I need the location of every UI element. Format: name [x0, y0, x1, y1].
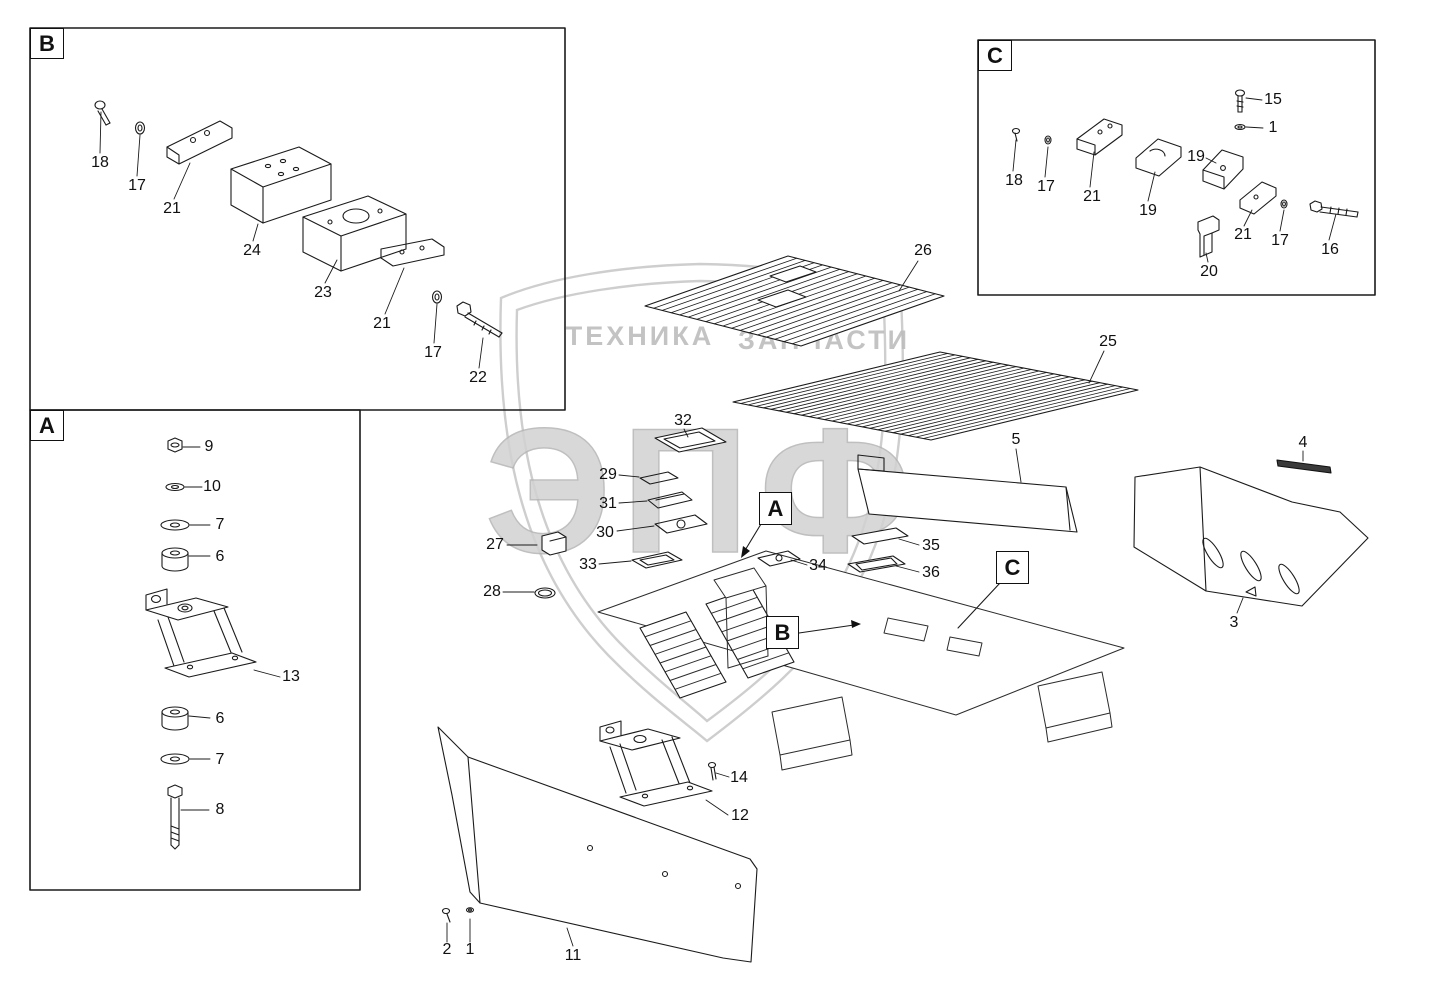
part-number-label: 21 [163, 200, 181, 217]
part-number-label: 17 [424, 344, 442, 361]
callout-letter-B: B [766, 616, 799, 649]
part-number-label: 14 [730, 769, 748, 786]
part-number-label: 13 [282, 668, 300, 685]
part-number-label: 1 [465, 941, 475, 958]
watermark-brand-text: ЭПФ [485, 391, 922, 590]
inset-frames [29, 27, 1376, 891]
callout-pointers [741, 523, 1001, 634]
part-number-label: 8 [215, 801, 225, 818]
floor-mat-25-drawing [732, 351, 1139, 441]
watermark-tagline-left: ТЕХНИКА [566, 321, 714, 351]
part-number-label: 6 [215, 710, 225, 727]
part-number-label: 30 [596, 524, 614, 541]
part-number-label: 27 [486, 536, 504, 553]
part-number-label: 29 [599, 466, 617, 483]
part-number-label: 17 [128, 177, 146, 194]
part-number-label: 15 [1264, 91, 1282, 108]
part-number-label: 22 [469, 369, 487, 386]
part-number-label: 2 [442, 941, 452, 958]
part-number-label: 25 [1099, 333, 1117, 350]
floor-mat-26-drawing [644, 255, 945, 347]
part-number-label: 17 [1037, 178, 1055, 195]
part-number-label: 31 [599, 495, 617, 512]
part-number-label: 33 [579, 556, 597, 573]
part-number-label: 32 [674, 412, 692, 429]
part-number-label: 9 [204, 438, 214, 455]
floor-platform-drawing [597, 550, 1125, 771]
part-number-label: 1 [1268, 119, 1278, 136]
small-parts-drawing [441, 427, 909, 923]
part-number-label: 21 [1234, 226, 1252, 243]
part-number-label: 19 [1139, 202, 1157, 219]
part-number-label: 4 [1298, 434, 1308, 451]
part-number-label: 12 [731, 807, 749, 824]
part-number-label: 20 [1200, 263, 1218, 280]
part-number-label: 21 [1083, 188, 1101, 205]
part-number-label: 17 [1271, 232, 1289, 249]
part-number-label: 18 [1005, 172, 1023, 189]
leader-lines [99, 97, 1337, 947]
inset-b-parts-drawing [94, 100, 503, 338]
part-number-label: 11 [564, 947, 582, 964]
inset-letter-A: A [30, 410, 64, 441]
part-number-label: 19 [1187, 148, 1205, 165]
callout-letter-C: C [996, 551, 1029, 584]
part-number-label: 5 [1011, 431, 1021, 448]
strip-4-drawing [1276, 459, 1332, 474]
part-number-label: 7 [215, 516, 225, 533]
part-number-label: 28 [483, 583, 501, 600]
side-panel-3-drawing [1133, 466, 1369, 607]
part-number-label: 3 [1229, 614, 1239, 631]
part-number-label: 26 [914, 242, 932, 259]
part-number-label: 35 [922, 537, 940, 554]
inset-letter-B: B [30, 28, 64, 59]
panel-5-drawing [857, 454, 1078, 533]
inset-a-parts-drawing [145, 437, 257, 850]
part-number-label: 18 [91, 154, 109, 171]
inset-letter-C: C [978, 40, 1012, 71]
inset-c-parts-drawing [1011, 89, 1359, 258]
part-number-label: 23 [314, 284, 332, 301]
bottom-panel-11-drawing [437, 726, 758, 963]
part-number-label: 34 [809, 557, 827, 574]
part-number-label: 24 [243, 242, 261, 259]
bracket-12-drawing [599, 720, 713, 807]
part-number-label: 36 [922, 564, 940, 581]
part-number-label: 6 [215, 548, 225, 565]
part-number-label: 7 [215, 751, 225, 768]
part-number-label: 16 [1321, 241, 1339, 258]
callout-letter-A: A [759, 492, 792, 525]
part-number-label: 10 [203, 478, 221, 495]
part-number-label: 21 [373, 315, 391, 332]
